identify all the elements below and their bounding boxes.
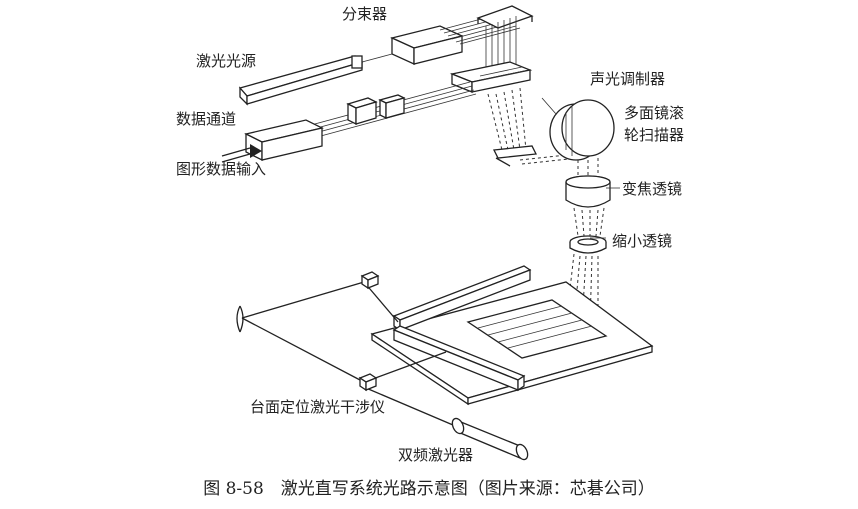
folding-mirror-top [476,5,534,29]
zoom-lens [565,175,611,208]
graphic-data-input-box [244,119,324,162]
dual-frequency-laser-tube [451,417,529,461]
gantry-rail-back [392,265,532,332]
interferometer-beam-paths [241,281,461,429]
label-reduction-lens: 缩小透镜 [612,232,673,250]
input-arrow [221,144,262,163]
label-data-channel: 数据通道 [176,110,237,128]
label-laser-source: 激光光源 [196,52,257,70]
label-zoom-lens: 变焦透镜 [622,180,683,198]
figure-caption: 图 8-58 激光直写系统光路示意图（图片来源：芯碁公司） [203,479,655,499]
label-stage-interferometer: 台面定位激光干涉仪 [250,398,386,416]
laser-beam [361,53,393,63]
interferometer-cube-bottom [358,373,378,392]
modulated-beams [487,87,527,151]
beam-splitter-box [390,25,464,66]
interferometer-mirror [236,305,244,333]
interferometer-cube-top [360,271,380,290]
label-beam-splitter: 分束器 [342,5,388,23]
reduction-lens [569,235,607,254]
data-channel-connectors [346,94,406,126]
label-dual-frequency-laser: 双频激光器 [398,446,474,464]
folding-mirror-lower [492,145,538,167]
beam-to-reduction [573,207,605,237]
acousto-optic-modulator-box [449,61,533,93]
laser-source-tube [238,55,364,106]
label-graphic-data-input: 图形数据输入 [176,160,267,178]
exposure-pattern [466,299,608,359]
label-polygon-scanner-line2: 轮扫描器 [624,126,685,144]
label-leaders [541,97,620,239]
label-acousto-optic-modulator: 声光调制器 [590,70,666,88]
label-polygon-scanner-line1: 多面镜滚 [624,104,685,122]
worktable [370,281,654,406]
gantry-rail-front [392,325,526,392]
polygon-scanner-drum [549,99,615,161]
beam-to-zoom [577,158,599,176]
